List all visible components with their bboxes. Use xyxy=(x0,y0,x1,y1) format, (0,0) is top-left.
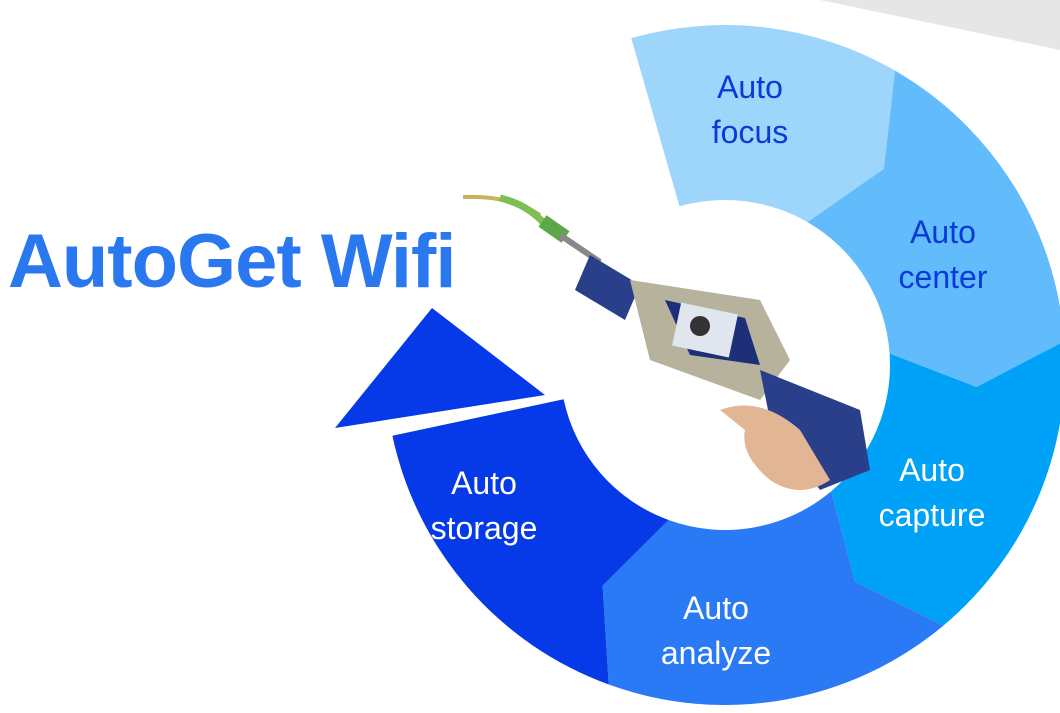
segment-storage xyxy=(392,399,669,685)
step-label-capture: Auto capture xyxy=(832,448,1032,538)
segment-focus xyxy=(631,25,895,223)
step-label-line2: center xyxy=(898,259,988,295)
step-label-line2: capture xyxy=(878,497,986,533)
step-label-line2: analyze xyxy=(660,635,772,671)
step-label-analyze: Auto analyze xyxy=(616,586,816,676)
step-label-line1: Auto xyxy=(899,452,965,488)
segment-center xyxy=(807,70,1060,387)
step-label-line2: storage xyxy=(430,510,538,546)
device-image xyxy=(462,194,870,490)
step-label-line1: Auto xyxy=(717,69,783,105)
segment-analyze xyxy=(602,491,944,706)
step-label-focus: Auto focus xyxy=(650,65,850,155)
step-label-line1: Auto xyxy=(451,465,517,501)
background-wedge xyxy=(820,0,1060,50)
arrow-head-icon xyxy=(335,308,545,428)
step-label-line1: Auto xyxy=(910,214,976,250)
step-label-line2: focus xyxy=(711,114,789,150)
step-label-line1: Auto xyxy=(683,590,749,626)
segment-capture xyxy=(831,343,1060,626)
page-title: AutoGet Wifi xyxy=(8,219,456,304)
step-label-center: Auto center xyxy=(843,210,1043,300)
step-label-storage: Auto storage xyxy=(384,461,584,551)
